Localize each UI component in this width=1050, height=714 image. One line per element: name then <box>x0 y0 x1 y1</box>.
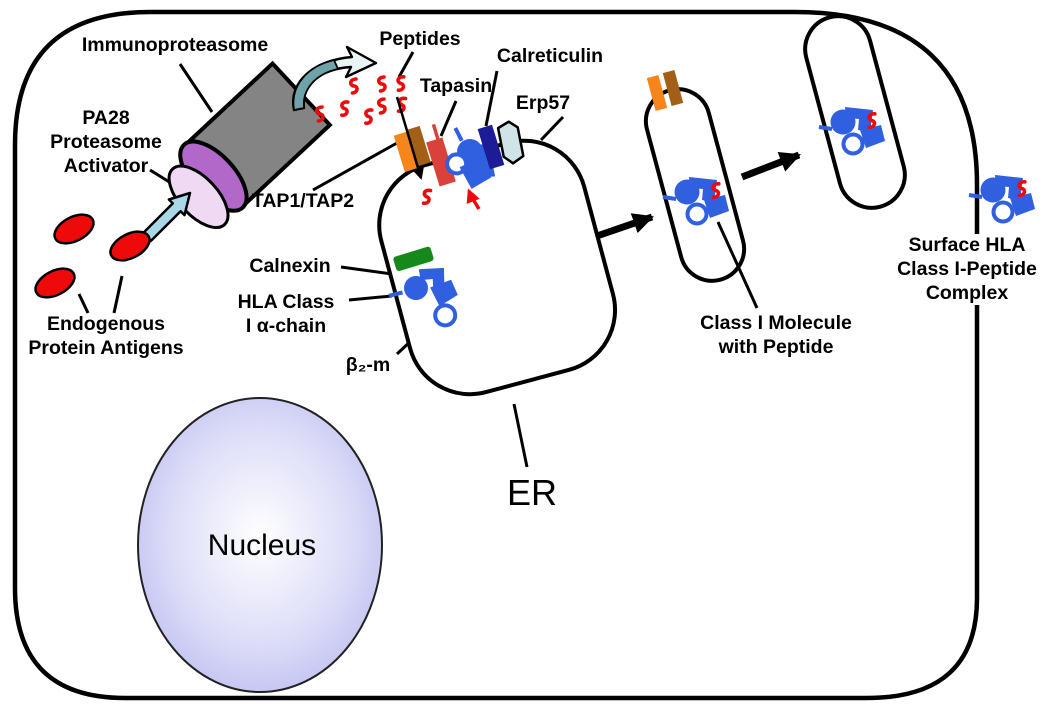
erp57-icon <box>496 120 525 165</box>
label-erp57: Erp57 <box>515 92 571 114</box>
peptide-release-arrow <box>291 45 378 112</box>
label-immunoproteasome: Immunoproteasome <box>81 34 269 56</box>
antigen-ovals <box>34 213 151 299</box>
label-b2m: β₂-m <box>345 354 391 376</box>
label-hla-alpha-chain: HLA Class I α-chain <box>237 291 335 337</box>
cell-membrane <box>12 9 980 701</box>
tapasin-icon <box>426 123 456 187</box>
label-endogenous-antigens: Endogenous Protein Antigens <box>28 313 184 359</box>
activator-arrow <box>141 191 192 243</box>
label-pa28: PA28 Proteasome Activator <box>50 107 162 177</box>
calreticulin-icon <box>477 124 505 170</box>
nucleus <box>137 397 383 693</box>
transport-arrows <box>595 151 801 240</box>
label-peptides: Peptides <box>379 28 461 50</box>
label-class1-molecule: Class I Molecule with Peptide <box>700 312 852 358</box>
pointer-lines <box>77 51 565 468</box>
class1-pointer <box>716 221 759 309</box>
hla-loading-complex <box>445 127 496 189</box>
label-calreticulin: Calreticulin <box>496 45 604 67</box>
peptide-into-groove-arrow <box>466 188 481 210</box>
calnexin-icon <box>393 246 434 271</box>
label-tap1-tap2: TAP1/TAP2 <box>251 190 355 212</box>
alpha-chain-complex <box>388 267 458 328</box>
label-nucleus: Nucleus <box>207 529 317 562</box>
tap-transport-arrow <box>395 96 425 180</box>
vesicle-2 <box>803 14 907 210</box>
label-surface-complex: Surface HLA Class I-Peptide Complex <box>887 234 1047 306</box>
label-calnexin: Calnexin <box>249 255 331 277</box>
tap1-tap2-icon <box>393 125 431 173</box>
label-tapasin: Tapasin <box>419 75 493 97</box>
vesicle-1 <box>643 70 747 283</box>
label-er: ER <box>506 472 557 513</box>
